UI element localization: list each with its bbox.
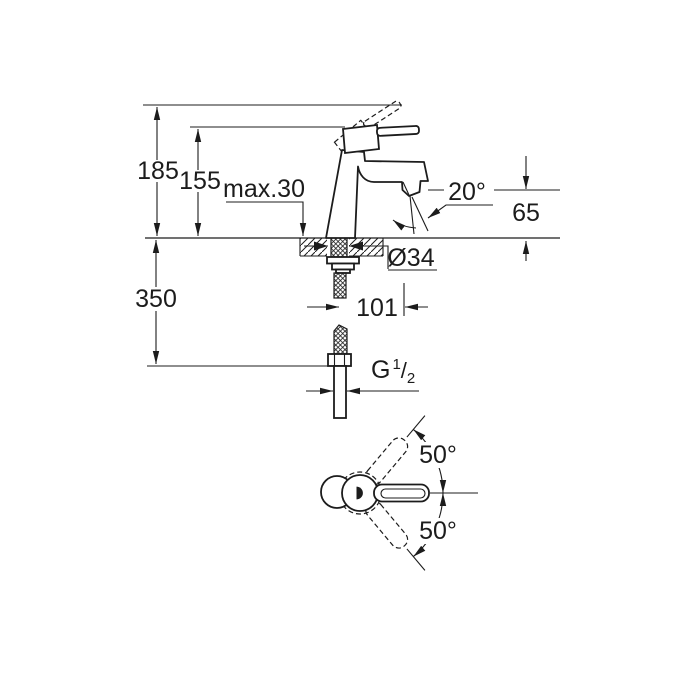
- dim-label-50deg-lower: 50°: [419, 517, 457, 545]
- threaded-shank: [330, 235, 348, 258]
- hose-hex-nut: [327, 353, 352, 367]
- dim-label-max30: max.30: [223, 175, 305, 203]
- dim-label-155: 155: [179, 167, 221, 195]
- thread-slash: /: [401, 358, 408, 383]
- flex-hose-upper: [333, 272, 347, 299]
- aerator-facet-line: [402, 181, 410, 196]
- dim-label-101: 101: [356, 294, 398, 322]
- mounting-hardware: [326, 235, 360, 419]
- dim-label-185: 185: [137, 157, 179, 185]
- dim-label-dia34: Ø34: [387, 244, 434, 272]
- dim-label-350: 350: [135, 285, 177, 313]
- thread-numerator: 1: [392, 356, 400, 373]
- handle-lever-top: [373, 483, 430, 503]
- hose-connector-tube: [333, 365, 347, 419]
- flex-hose-lower: [333, 324, 348, 355]
- thread-g: G: [371, 356, 390, 384]
- handle-lever: [376, 125, 420, 137]
- handle-cap: [342, 123, 380, 155]
- dim-label-50deg-upper: 50°: [419, 441, 457, 469]
- washer: [326, 256, 360, 265]
- dim-label-65: 65: [512, 199, 540, 227]
- thread-denominator: 2: [407, 370, 415, 387]
- pivot-marker: [356, 486, 363, 500]
- faucet-body: [325, 149, 429, 239]
- dim-label-20deg: 20°: [448, 178, 486, 206]
- top-view: 50° 50°: [320, 415, 478, 571]
- spray-angle-construction: [392, 195, 493, 235]
